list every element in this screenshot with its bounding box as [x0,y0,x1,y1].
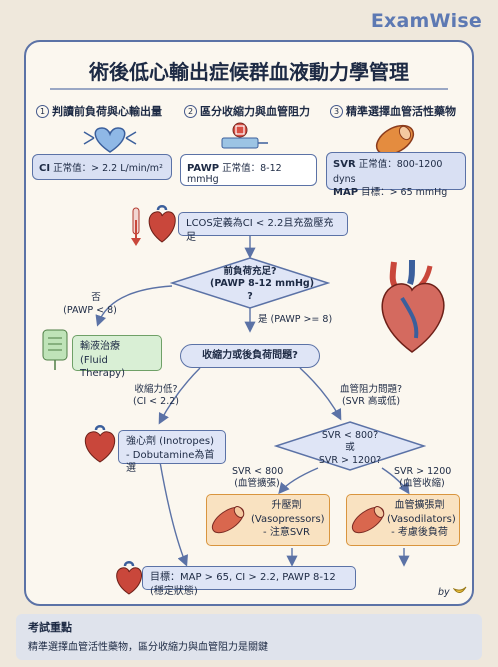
svr-decision-shape [274,421,426,471]
step-number: 1 [36,104,49,118]
banana-icon [452,586,467,593]
inotropes-node: 強心劑 (Inotropes) - Dobutamine為首選 [118,430,226,474]
vessel-icon [211,506,245,534]
step-number: 2 [184,104,197,118]
fluid-therapy-node: 輸液治療 (Fluid Therapy) [72,335,162,379]
svr-map-info-box: SVR 正常值：800-1200 dyns MAP 目標：> 65 mmHg [326,152,466,198]
page-title: 術後低心輸出症候群血液動力學管理 [89,60,409,84]
heart-icon [148,205,176,243]
thermometer-icon [131,207,141,246]
vascular-resistance-label: 血管阻力問題? (SVR 高或低) [339,384,403,408]
step-label: 判讀前負荷與心輸出量 [52,105,162,118]
anatomical-heart-icon [381,259,445,353]
brand-logo: ExamWise [370,10,482,32]
step-3: 3 精準選擇血管活性藥物 [330,103,456,119]
goal-node: 目標：MAP > 65, CI > 2.2, PAWP 8-12 (穩定狀態) [142,566,356,597]
svr-high-label: SVR > 1200 (血管收縮) [394,466,452,490]
contractility-low-label: 收縮力低? (CI < 2.2) [133,384,179,408]
iv-bag-icon [42,329,68,370]
title-divider [50,88,448,90]
contractility-question-node: 收縮力或後負荷問題? [180,344,320,368]
heart-icon [83,127,137,153]
exam-title: 考試重點 [28,621,72,634]
svr-question: SVR < 800? 或 SVR > 1200? [318,430,382,466]
step-1: 1 判讀前負荷與心輸出量 [36,103,162,119]
vessel-icon [375,124,415,156]
heart-icon [84,425,116,463]
no-label: 否 [91,292,101,303]
pawp-info-box: PAWP 正常值：8-12 mmHg [180,154,317,186]
yes-label: 是 (PAWP >= 8) [258,314,333,325]
step-label: 區分收縮力與血管阻力 [200,105,310,118]
signature: by [438,585,467,598]
no-sub-label: (PAWP < 8) [63,305,117,316]
preload-question: 前負荷充足? (PAWP 8-12 mmHg) ? [210,266,315,302]
lcos-definition-node: LCOS定義為CI < 2.2且充盈壓充足 [178,212,348,243]
svr-low-label: SVR < 800 (血管擴張) [232,466,284,490]
step-number: 3 [330,104,343,118]
vessel-icon [351,506,385,534]
exam-key-points: 考試重點 精準選擇血管活性藥物，區分收縮力與血管阻力是關鍵 [16,614,482,660]
step-label: 精準選擇血管活性藥物 [346,105,456,118]
ci-info-box: CI 正常值：> 2.2 L/min/m² [32,154,172,180]
step-2: 2 區分收縮力與血管阻力 [184,103,310,119]
exam-text: 精準選擇血管活性藥物，區分收縮力與血管阻力是關鍵 [28,642,268,653]
heart-icon [116,561,142,595]
syringe-icon [221,122,268,149]
preload-decision-shape [170,257,330,309]
